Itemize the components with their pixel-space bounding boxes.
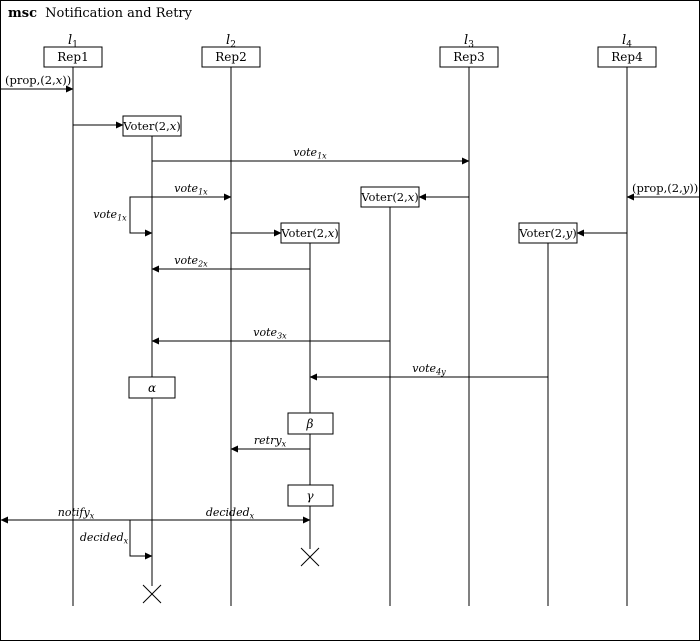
label-vote4y: vote4y [412,362,446,377]
label-vote1x-rep3: vote1x [293,146,327,161]
label-vote3x: vote3x [253,326,287,341]
instance-voter1: Voter(2,x) [122,115,182,604]
instance-rep4: l4 Rep4 [597,33,657,606]
arrow-vote1x-self [129,196,153,237]
instance-voter2: Voter(2,x) [280,222,340,567]
message-vote1x-to-rep2: vote1x [152,182,232,201]
condition-beta: β [287,412,334,435]
instance-rep3: l3 Rep3 [439,33,499,606]
condition-box-alpha [128,376,176,399]
instance-name-rep1: Rep1 [57,50,88,64]
instance-name-rep4: Rep4 [611,50,643,64]
condition-text-gamma: γ [306,489,314,503]
voter-name-4: Voter(2,y) [518,226,577,240]
condition-gamma: γ [287,484,334,507]
label-vote2x: vote2x [174,254,208,269]
message-vote4y: vote4y [309,362,548,381]
label-vote1x-rep2: vote1x [174,182,208,197]
instance-label-rep3: l3 [464,33,474,50]
voter-name-2: Voter(2,x) [280,226,339,240]
condition-box-gamma [287,484,334,507]
msc-title: msc Notification and Retry [8,6,193,21]
instance-rep1: l1 Rep1 [43,33,103,606]
arrow-decidedx-self [129,519,153,560]
instance-voter4: Voter(2,y) [518,222,578,606]
voter-name-3: Voter(2,x) [360,190,419,204]
external-input-prop-x: (prop,(2,x)) [1,73,74,93]
msc-keyword: msc [8,6,37,21]
label-prop-x: (prop,(2,x)) [5,73,71,87]
label-notifyx: notifyx [58,506,95,521]
message-decidedx: decidedx [206,506,311,524]
message-decidedx-self: decidedx [80,519,153,560]
stop-voter2 [300,547,320,567]
label-decidedx: decidedx [206,506,255,521]
instance-label-rep4: l4 [622,33,632,50]
label-vote1x-self: vote1x [93,208,127,223]
instance-label-rep1: l1 [68,33,78,50]
stop-voter1 [142,584,162,604]
condition-text-beta: β [306,417,314,431]
instance-voter3: Voter(2,x) [360,186,420,606]
instance-name-rep2: Rep2 [215,50,246,64]
instance-name-rep3: Rep3 [453,50,484,64]
message-notifyx: notifyx [0,506,310,524]
condition-text-alpha: α [148,381,156,395]
condition-alpha: α [128,376,176,399]
label-decidedx-self: decidedx [80,531,129,546]
condition-box-beta [287,412,334,435]
message-vote1x-self: vote1x [93,196,153,237]
message-vote1x-to-rep3: vote1x [152,146,470,165]
msc-title-text: Notification and Retry [45,6,192,21]
instance-rep2: l2 Rep2 [201,33,261,606]
instance-label-rep2: l2 [226,33,236,50]
label-prop-y: (prop,(2,y)) [632,181,698,195]
message-vote3x: vote3x [151,326,390,345]
message-vote2x: vote2x [151,254,310,273]
label-retryx: retryx [254,434,287,449]
external-input-prop-y: (prop,(2,y)) [626,181,699,201]
voter-name-1: Voter(2,x) [122,119,181,133]
message-retryx: retryx [230,434,310,453]
